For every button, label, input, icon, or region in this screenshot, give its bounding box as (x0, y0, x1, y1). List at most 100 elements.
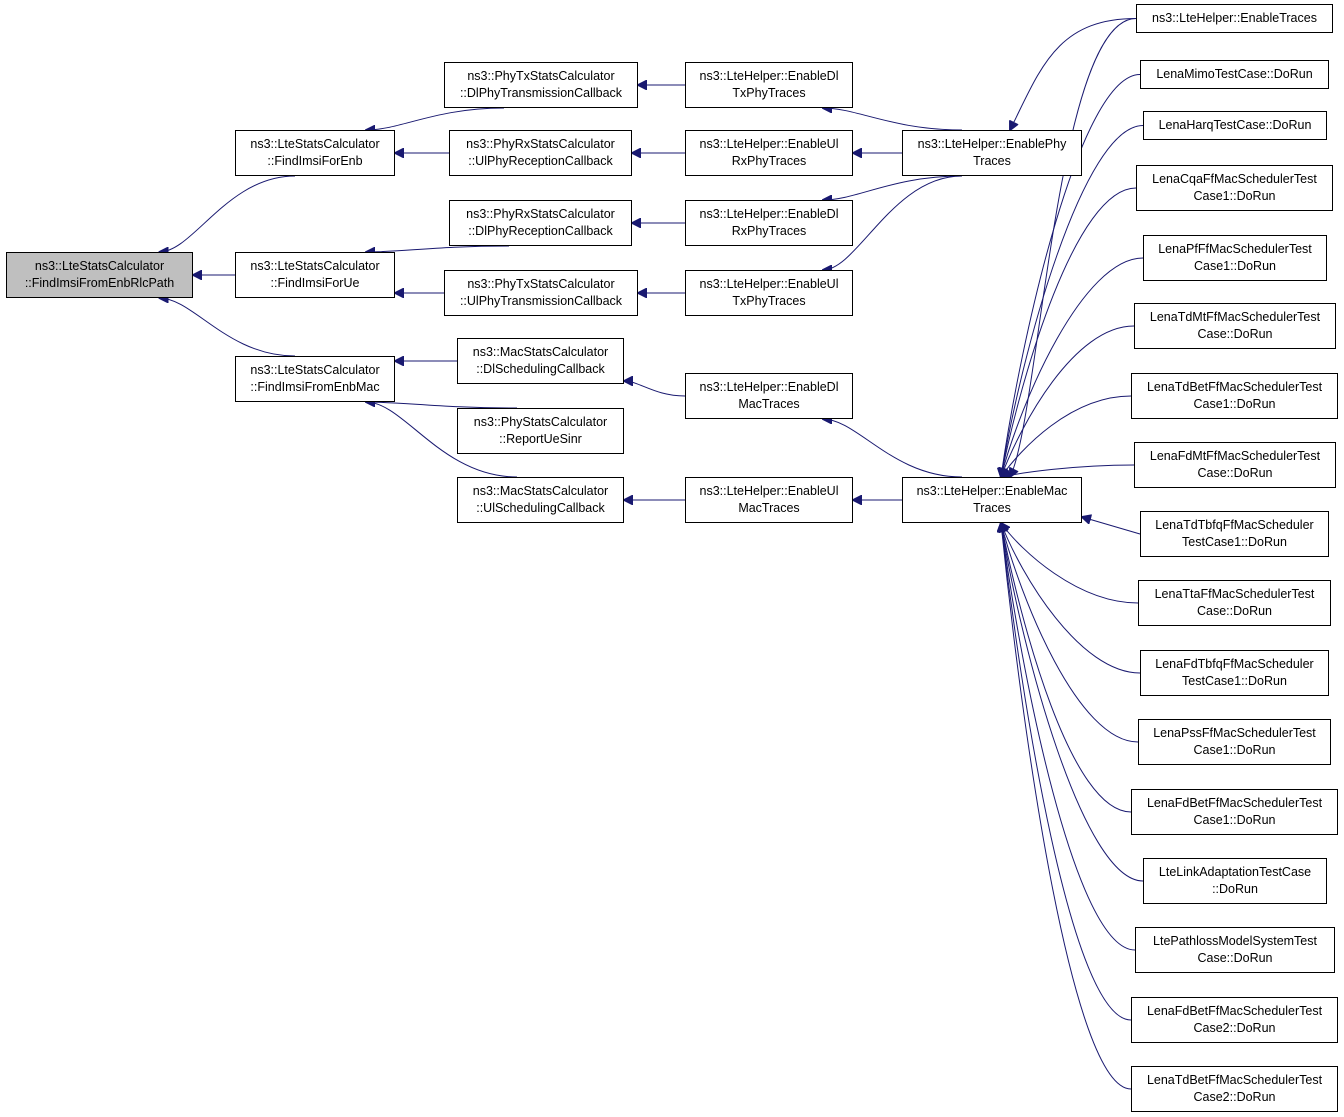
node-label: LtePathlossModelSystemTest (1153, 934, 1317, 948)
node-macUlCb[interactable]: ns3::MacStatsCalculator::UlSchedulingCal… (457, 477, 624, 523)
node-label: LenaTdBetFfMacSchedulerTest (1146, 380, 1323, 394)
edge-pathloss-to-enMac (1001, 523, 1136, 951)
node-label: LenaTdBetFfMacSchedulerTest (1146, 1073, 1323, 1087)
node-label: LenaCqaFfMacSchedulerTest (1152, 172, 1317, 186)
edge-mimo-to-enMac (1001, 74, 1141, 478)
node-phySinr[interactable]: ns3::PhyStatsCalculator::ReportUeSinr (457, 408, 624, 454)
edge-fdbet2-to-enMac (1001, 523, 1132, 1021)
node-harq[interactable]: LenaHarqTestCase::DoRun (1143, 111, 1327, 140)
node-label: ::ReportUeSinr (499, 432, 582, 446)
edge-tdtbfq-to-enMac (1082, 517, 1141, 535)
edge-cqa-to-enMac (1001, 187, 1137, 477)
node-label: Case2::DoRun (1193, 1021, 1276, 1035)
node-label: TestCase1::DoRun (1182, 535, 1287, 549)
node-label: Case2::DoRun (1193, 1090, 1276, 1104)
node-macDlCb[interactable]: ns3::MacStatsCalculator::DlSchedulingCal… (457, 338, 624, 384)
node-label: LenaFdTbfqFfMacScheduler (1155, 657, 1314, 671)
node-label: LenaPfFfMacSchedulerTest (1158, 242, 1312, 256)
node-label: ns3::LteHelper::EnableMac (916, 484, 1068, 498)
node-label: ns3::PhyRxStatsCalculator (466, 207, 615, 221)
node-label: ns3::MacStatsCalculator (472, 345, 609, 359)
node-label: ns3::LteStatsCalculator (250, 363, 380, 377)
node-label: ::FindImsiForEnb (267, 154, 363, 168)
node-label: Traces (973, 501, 1011, 515)
edge-macUlCb-to-findEnbMac (366, 402, 518, 478)
node-label: ::UlPhyTransmissionCallback (459, 294, 623, 308)
node-label: ns3::PhyStatsCalculator (473, 415, 608, 429)
node-label: ns3::PhyRxStatsCalculator (466, 137, 615, 151)
node-label: ns3::MacStatsCalculator (472, 484, 609, 498)
node-label: ::DlPhyReceptionCallback (468, 224, 613, 238)
node-label: ns3::PhyTxStatsCalculator (467, 277, 615, 291)
node-label: Case1::DoRun (1194, 259, 1276, 273)
node-rxDlCb[interactable]: ns3::PhyRxStatsCalculator::DlPhyReceptio… (449, 200, 632, 246)
node-label: ::DlPhyTransmissionCallback (459, 86, 623, 100)
edge-rxDlCb-to-findUe (366, 245, 510, 252)
edge-enTraces-to-enMac (1010, 18, 1137, 478)
node-label: LenaHarqTestCase::DoRun (1158, 118, 1312, 132)
node-label: LenaFdBetFfMacSchedulerTest (1146, 1004, 1323, 1018)
node-label: ns3::LteHelper::EnableDl (699, 207, 839, 221)
node-mimo[interactable]: LenaMimoTestCase::DoRun (1140, 60, 1329, 89)
node-findUe[interactable]: ns3::LteStatsCalculator::FindImsiForUe (235, 252, 395, 298)
node-label: Traces (973, 154, 1011, 168)
node-label: ns3::LteStatsCalculator (250, 137, 380, 151)
node-rxUlCb[interactable]: ns3::PhyRxStatsCalculator::UlPhyReceptio… (449, 130, 632, 176)
node-label: LenaTtaFfMacSchedulerTest (1154, 587, 1315, 601)
node-label: ns3::LteStatsCalculator (250, 259, 380, 273)
node-txUlCb[interactable]: ns3::PhyTxStatsCalculator::UlPhyTransmis… (444, 270, 638, 316)
node-enTraces[interactable]: ns3::LteHelper::EnableTraces (1136, 4, 1333, 33)
edge-enPhy-to-enUlTxPhy (823, 175, 963, 270)
node-label: LenaPssFfMacSchedulerTest (1153, 726, 1316, 740)
node-txDlCb[interactable]: ns3::PhyTxStatsCalculator::DlPhyTransmis… (444, 62, 638, 108)
node-label: RxPhyTraces (731, 154, 807, 168)
node-label: Case::DoRun (1197, 951, 1273, 965)
edge-findEnb-to-root (159, 175, 296, 252)
node-label: Case::DoRun (1197, 327, 1273, 341)
node-findEnbMac[interactable]: ns3::LteStatsCalculator::FindImsiFromEnb… (235, 356, 395, 402)
edge-tta-to-enMac (1001, 523, 1139, 604)
edge-linkadapt-to-enMac (1001, 523, 1144, 882)
edge-enPhy-to-enDlTxPhy (823, 108, 963, 131)
node-label: Case1::DoRun (1193, 189, 1276, 203)
edge-pf-to-enMac (1001, 257, 1144, 477)
node-label: ::DoRun (1212, 882, 1258, 896)
node-label: TxPhyTraces (732, 86, 806, 100)
edge-tdbet1-to-enMac (1001, 395, 1132, 477)
node-label: Case::DoRun (1197, 466, 1273, 480)
node-label: ::UlSchedulingCallback (476, 501, 605, 515)
node-root[interactable]: ns3::LteStatsCalculator::FindImsiFromEnb… (6, 252, 193, 298)
node-label: LenaTdMtFfMacSchedulerTest (1149, 310, 1321, 324)
node-label: MacTraces (738, 397, 800, 411)
node-label: Case1::DoRun (1193, 743, 1276, 757)
node-findEnb[interactable]: ns3::LteStatsCalculator::FindImsiForEnb (235, 130, 395, 176)
node-label: ns3::LteStatsCalculator (34, 259, 165, 273)
node-label: ::FindImsiFromEnbMac (250, 380, 380, 394)
edge-txDlCb-to-findEnb (366, 107, 505, 130)
node-label: RxPhyTraces (731, 224, 807, 238)
node-linkadapt[interactable]: LteLinkAdaptationTestCase::DoRun (1143, 858, 1327, 904)
edge-tdbet2-to-enMac (1001, 523, 1132, 1090)
node-label: ns3::LteHelper::EnableTraces (1152, 11, 1317, 25)
